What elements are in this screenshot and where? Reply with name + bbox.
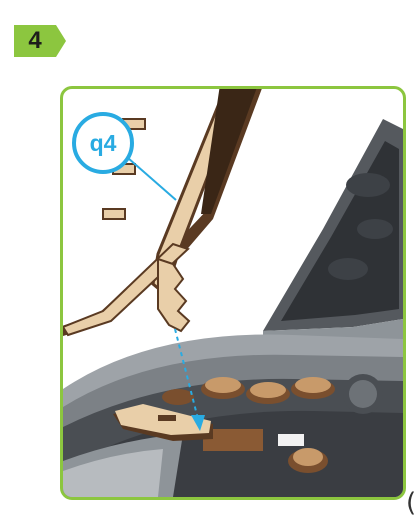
corner-mark: ( xyxy=(406,488,416,518)
part-callout: q4 xyxy=(72,112,134,174)
callout-leader-line xyxy=(128,158,176,200)
part-callout-label: q4 xyxy=(76,116,130,170)
